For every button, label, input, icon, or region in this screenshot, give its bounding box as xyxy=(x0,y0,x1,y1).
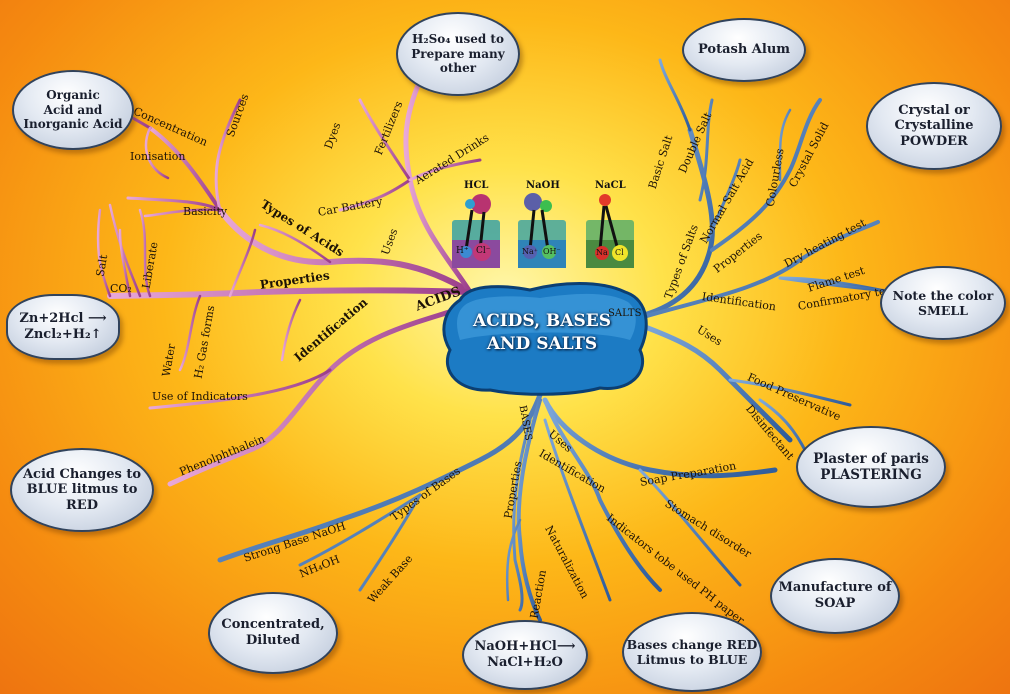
acid-co2: CO₂ xyxy=(110,282,132,295)
salts-branch-label: SALTS xyxy=(608,308,642,319)
beaker-nacl-ion2: Cl xyxy=(615,248,624,257)
bubble-naoh-hcl: NaOH+HCl⟶ NaCl+H₂O xyxy=(462,620,588,690)
beaker-nacl-label: NaCL xyxy=(595,180,626,191)
base-branches xyxy=(217,392,778,622)
acid-ionisation: Ionisation xyxy=(130,150,186,163)
beaker-hcl-ion1: H⁺ xyxy=(456,246,469,256)
bubble-potash-alum: Potash Alum xyxy=(682,18,806,82)
bubble-organic-acid: Organic Acid and Inorganic Acid xyxy=(12,70,134,150)
acid-basicity: Basicity xyxy=(183,205,228,218)
beaker-nacl-ion1: Na xyxy=(596,248,608,257)
acid-branches xyxy=(78,67,482,487)
bubble-concentrated: Concentrated, Diluted xyxy=(208,592,338,674)
beaker-hcl xyxy=(452,194,500,268)
bubble-plaster-of-paris: Plaster of paris PLASTERING xyxy=(796,426,946,508)
beaker-hcl-ion2: Cl⁻ xyxy=(476,246,491,256)
beaker-naoh xyxy=(518,193,566,268)
acid-use-of-indicators: Use of Indicators xyxy=(152,390,248,403)
beaker-nacl xyxy=(586,194,634,268)
bubble-h2so4: H₂So₄ used to Prepare many other xyxy=(396,12,520,96)
bubble-manufacture-soap: Manufacture of SOAP xyxy=(770,558,900,634)
bubble-zn-reaction: Zn+2Hcl ⟶ Zncl₂+H₂↑ xyxy=(6,294,120,360)
center-title: ACIDS, BASES AND SALTS xyxy=(473,311,611,354)
bubble-bases-change: Bases change RED Litmus to BLUE xyxy=(622,612,762,692)
bubble-crystal-powder: Crystal or Crystalline POWDER xyxy=(866,82,1002,170)
salt-branches xyxy=(629,58,907,462)
beaker-naoh-label: NaOH xyxy=(526,180,560,191)
bubble-note-color: Note the color SMELL xyxy=(880,266,1006,340)
bubble-acid-changes: Acid Changes to BLUE litmus to RED xyxy=(10,448,154,532)
beaker-naoh-ion2: OH⁻ xyxy=(543,247,561,256)
beaker-naoh-ion1: Na⁺ xyxy=(522,247,538,256)
beaker-hcl-label: HCL xyxy=(464,180,489,191)
